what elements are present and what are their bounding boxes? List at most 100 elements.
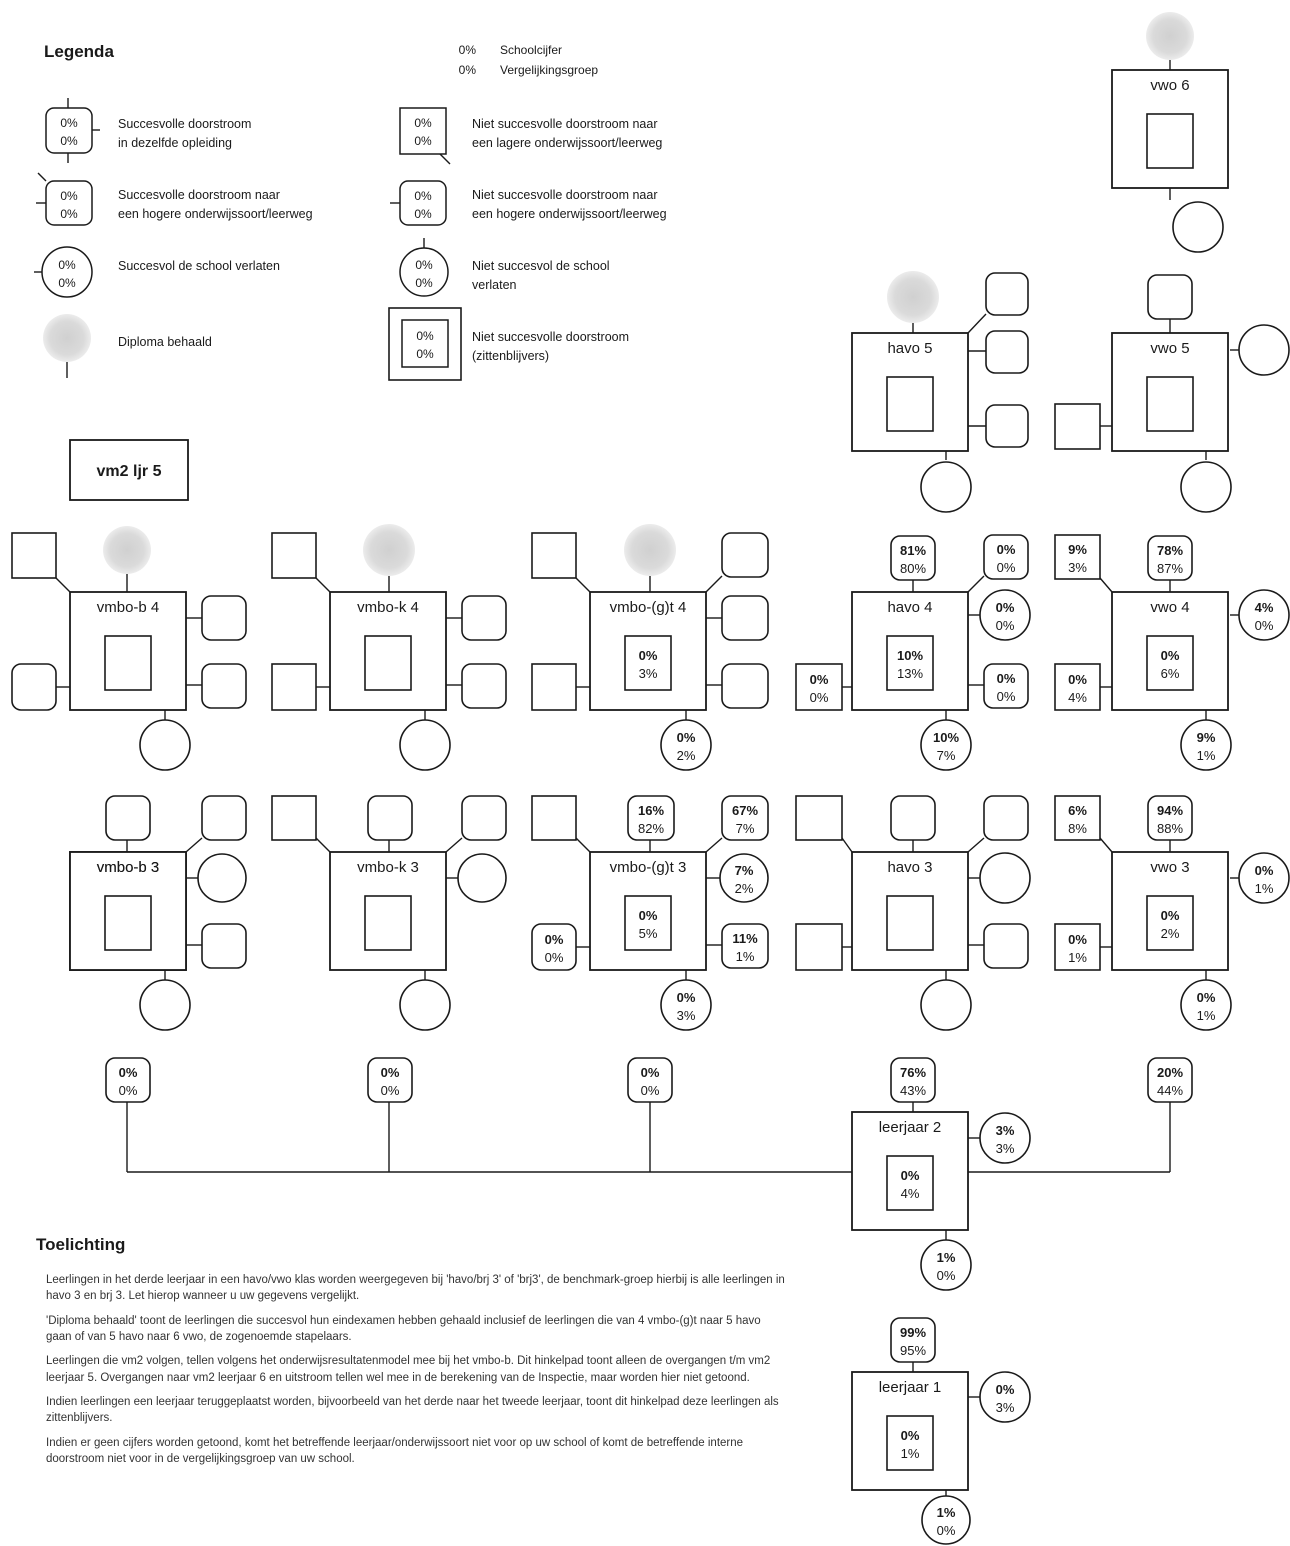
lj2-to-vmbogt [627,1057,673,1103]
havo4-right-low [983,663,1029,709]
node-leerjaar2-repeat-group-value: 4% [901,1186,920,1201]
vwo3-right-circle [1238,852,1290,904]
vmbogt4-left-circle-school-value: 0% [677,730,696,745]
lj1-to-lj2 [890,1317,936,1363]
legend-same-group: 0% [60,134,78,148]
vwo4-right-circle [1238,589,1290,641]
connector-line [575,837,591,853]
node-vwo3-label: vwo 3 [1150,859,1189,876]
vmbob3-top [105,795,151,841]
vmbok4-lower-left [271,663,317,711]
node-vmbogt3-repeat-school-value: 0% [639,908,658,923]
node-vmbob3-top-label: vmbo-b 3 [97,859,160,876]
havo4-left-circle-group-value: 7% [937,748,956,763]
note-item: Leerlingen die vm2 volgen, tellen volgen… [46,1355,771,1384]
vmbob4-lower-top [11,532,57,579]
legend-higher-shape [45,180,93,226]
vmbogt3-top-right-group-value: 7% [736,821,755,836]
node-vwo3-repeat-group-value: 2% [1161,926,1180,941]
legend-item-diploma: Diploma behaald [118,335,212,349]
node-vwo5-label: vwo 5 [1150,340,1189,357]
vwo5-lower-left [1054,403,1101,450]
vwo5-top [1147,274,1193,320]
node-vmbogt4-label: vmbo-(g)t 4 [610,599,687,616]
vwo3-lower-top-school-value: 6% [1068,803,1087,818]
vwo3-top-group-value: 88% [1157,821,1183,836]
legend-item-higher-fail: een hogere onderwijssoort/leerweg [472,207,667,221]
vm2-label-text: vm2 ljr 5 [97,463,162,480]
lj2-to-havo-school-value: 76% [900,1065,926,1080]
vwo4-top-school-value: 78% [1157,543,1183,558]
connector-line [37,172,47,182]
legend-sample-group: 0% [459,63,477,77]
vmbogt4-top-right [721,532,769,578]
lj2-to-vmbob [105,1057,151,1103]
diploma-blob [103,526,151,574]
lj1-right-circle-school-value: 0% [996,1382,1015,1397]
lj2-to-havo [890,1057,936,1103]
vwo3-left-circle-school-value: 0% [1197,990,1216,1005]
lj1-right-circle [979,1371,1031,1423]
vmbogt3-left-circle [660,979,712,1031]
connector-line [315,837,331,853]
vmbogt3-left-circle-school-value: 0% [677,990,696,1005]
legend-higher-school: 0% [60,189,78,203]
node-vwo6-repeat-box [1146,113,1194,169]
legend-higher-group: 0% [60,207,78,221]
legend-key-group: Vergelijkingsgroep [500,63,598,77]
node-vmbok4-repeat-box [364,635,412,691]
lj2-to-vmbob-group-value: 0% [119,1083,138,1098]
havo3-top-right [983,795,1029,841]
vmbogt3-lower-left [531,923,577,971]
node-vmbok3-label: vmbo-k 3 [357,859,419,876]
vwo3-lower-left [1054,923,1101,971]
havo3-lower-left [795,923,843,971]
vwo3-lower-left-school-value: 0% [1068,932,1087,947]
node-vwo6-label: vwo 6 [1150,77,1189,94]
vmbogt3-lower-top [531,795,577,841]
node-vmbogt3-label: vmbo-(g)t 3 [610,859,687,876]
diploma-blob [887,271,939,323]
lj2-left-circle-group-value: 0% [937,1268,956,1283]
vmbogt3-right-circle [719,853,769,903]
diploma-blob [363,524,415,576]
node-vmbob4-repeat-box [104,635,152,691]
connector-line [1099,837,1113,853]
legend-higher-fail-school: 0% [414,189,432,203]
node-leerjaar2-repeat-box [886,1155,934,1211]
lj2-right-circle [979,1112,1031,1164]
havo3-top [890,795,936,841]
legend-left-school: 0% [58,258,76,272]
node-vwo4-label: vwo 4 [1150,599,1189,616]
notes-title: Toelichting [36,1235,126,1254]
legend-key-school: Schoolcijfer [500,43,562,57]
legend-left-fail-group: 0% [415,276,433,290]
lj2-right-circle-school-value: 3% [996,1123,1015,1138]
vwo4-top-group-value: 87% [1157,561,1183,576]
vmbok4-right [461,663,507,709]
note-item: Indien er geen cijfers worden getoond, k… [46,1436,744,1465]
vmbok4-top-right [461,595,507,641]
vmbok4-left-circle [399,719,451,771]
node-leerjaar1-repeat-group-value: 1% [901,1446,920,1461]
legend-item-same: Succesvolle doorstroom [118,117,251,131]
vwo3-top [1147,795,1193,841]
node-vwo3-repeat-box [1146,895,1194,951]
vmbogt3-lower-left-school-value: 0% [545,932,564,947]
diploma-blob [1146,12,1194,60]
lj1-left-circle-school-value: 1% [937,1505,956,1520]
lj2-right-circle-group-value: 3% [996,1141,1015,1156]
node-vmbogt4-repeat-group-value: 3% [639,666,658,681]
vmbob4-right [201,663,247,709]
legend-repeat-school: 0% [416,329,434,343]
havo4-right-circle-school-value: 0% [996,600,1015,615]
legend-item-same: in dezelfde opleiding [118,136,232,150]
legend-lower-school: 0% [414,116,432,130]
connector-line [315,577,331,593]
vmbob3-left-circle [139,979,191,1031]
node-havo4-repeat-group-value: 13% [897,666,923,681]
node-vmbogt3-repeat-group-value: 5% [639,926,658,941]
vmbogt4-left-circle [660,719,712,771]
havo4-lower-left [795,663,843,711]
lj2-to-havo-group-value: 43% [900,1083,926,1098]
